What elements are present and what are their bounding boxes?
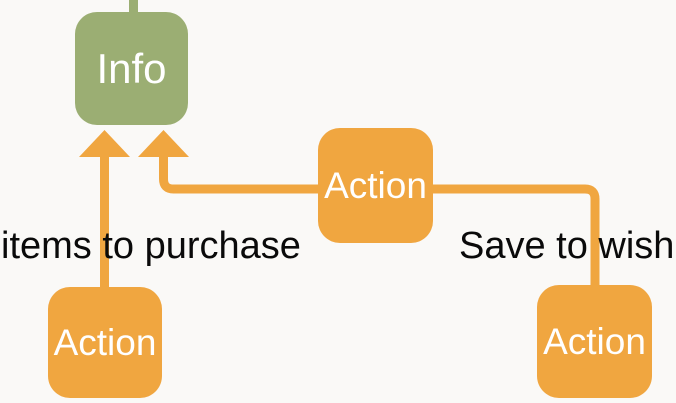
- node-action-middle-label: Action: [324, 164, 427, 206]
- node-action-bottom-right[interactable]: Action: [537, 285, 652, 398]
- node-info-label: Info: [96, 44, 167, 92]
- arrowhead-up-left-icon: [79, 130, 130, 157]
- annotation-save-to-wishlist[interactable]: Save to wish: [459, 225, 675, 267]
- node-action-bottom-left-label: Action: [53, 321, 157, 363]
- info-top-connector-stub: [129, 0, 138, 16]
- node-action-middle[interactable]: Action: [318, 128, 433, 243]
- node-action-bottom-left[interactable]: Action: [48, 287, 162, 398]
- annotation-items-to-purchase[interactable]: items to purchase: [1, 225, 301, 267]
- node-action-bottom-right-label: Action: [543, 320, 646, 362]
- arrowhead-up-right-icon: [138, 130, 189, 157]
- node-info[interactable]: Info: [75, 12, 188, 125]
